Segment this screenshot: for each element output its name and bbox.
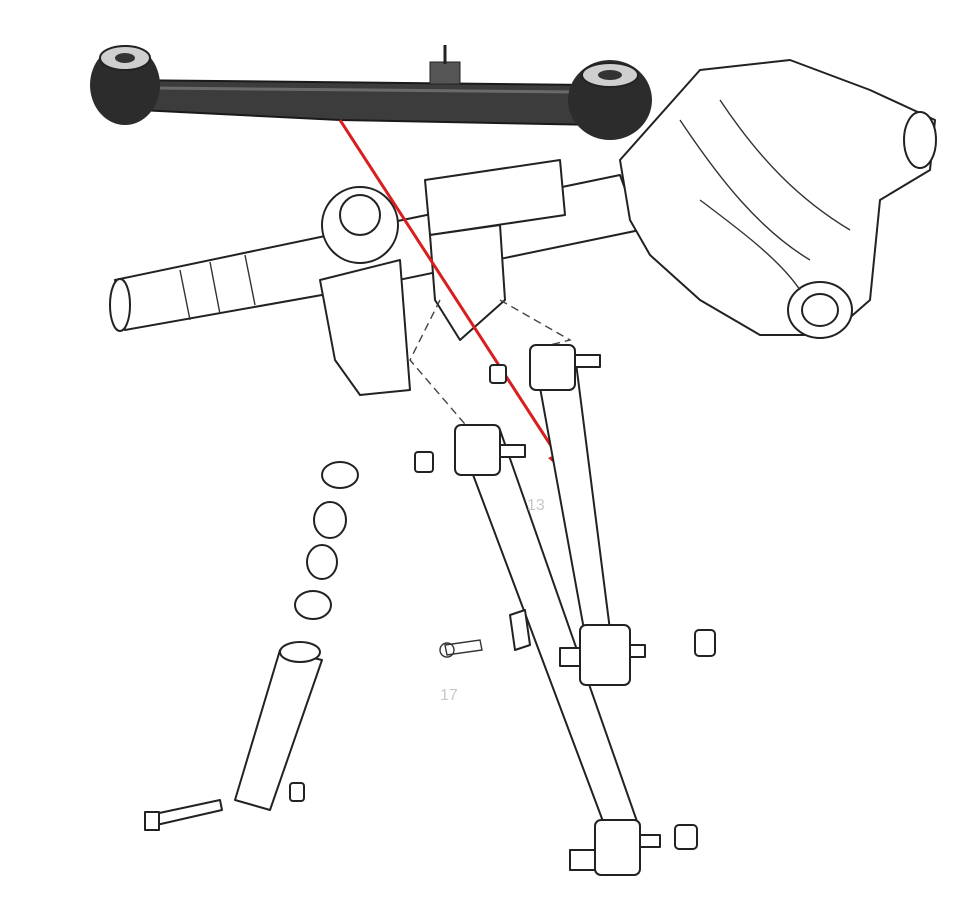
part-label-13: 13 <box>527 497 545 514</box>
upper-control-arm-photo <box>90 45 652 140</box>
differential <box>619 59 937 339</box>
lower-control-arms <box>414 344 716 876</box>
part-label-17: 17 <box>440 687 458 704</box>
axle-housing <box>109 159 641 396</box>
shock-absorber <box>144 461 359 831</box>
